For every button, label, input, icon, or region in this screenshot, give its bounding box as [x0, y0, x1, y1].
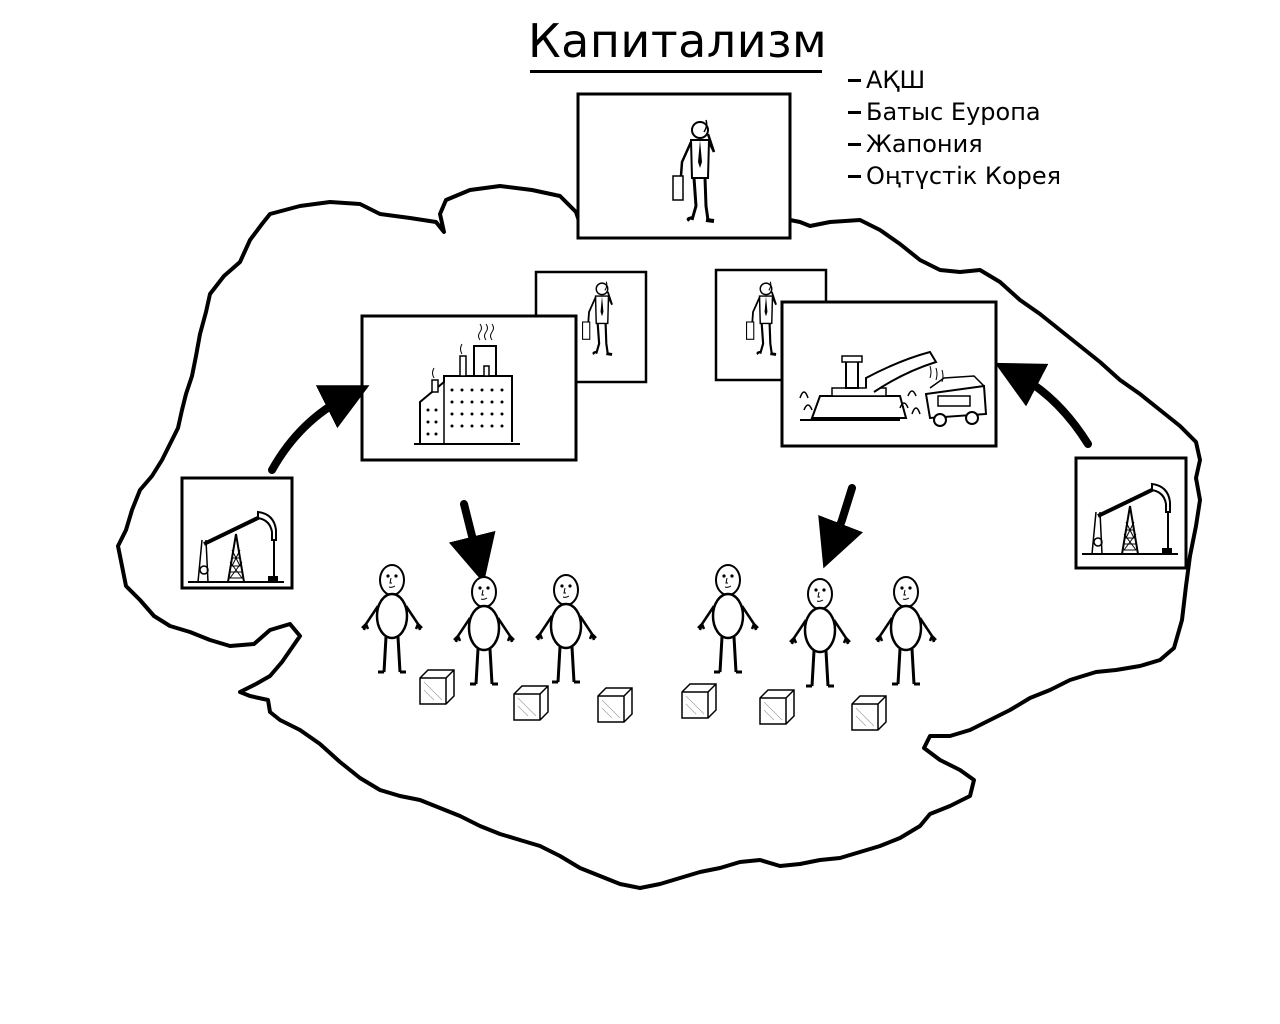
country-item: Оңтүстік Корея [846, 160, 1061, 192]
harvester-frame [780, 300, 998, 448]
dash-icon [848, 79, 861, 82]
box-icon [759, 689, 795, 725]
country-item: АҚШ [846, 64, 1061, 96]
worker-icon [874, 575, 938, 686]
arrow-icon [818, 484, 864, 569]
harvester-icon [799, 350, 944, 421]
box-icon [681, 683, 717, 719]
country-label: Жапония [866, 130, 983, 158]
arrow-icon [448, 500, 496, 584]
truck-icon [924, 375, 988, 427]
title-underline [530, 70, 822, 73]
worker-icon [534, 573, 598, 684]
dash-icon [848, 175, 861, 178]
country-label: Батыс Еуропа [866, 98, 1041, 126]
worker-icon [360, 563, 424, 674]
dash-icon [848, 111, 861, 114]
arrow-icon [994, 362, 1092, 448]
factory-icon [414, 323, 520, 445]
country-list: АҚШ Батыс Еуропа Жапония Оңтүстік Корея [846, 64, 1061, 192]
map-outline [116, 184, 1202, 890]
box-icon [513, 685, 549, 721]
page-title: Капитализм [528, 14, 828, 68]
owner-frame [576, 92, 792, 240]
dash-icon [848, 143, 861, 146]
box-icon [597, 687, 633, 723]
country-label: АҚШ [866, 66, 926, 94]
country-label: Оңтүстік Корея [866, 162, 1062, 190]
country-item: Жапония [846, 128, 1061, 160]
worker-icon [452, 575, 516, 686]
country-item: Батыс Еуропа [846, 96, 1061, 128]
arrow-icon [268, 385, 370, 474]
worker-icon [696, 563, 760, 674]
worker-icon [788, 577, 852, 688]
box-icon [851, 695, 887, 731]
box-icon [419, 669, 455, 705]
